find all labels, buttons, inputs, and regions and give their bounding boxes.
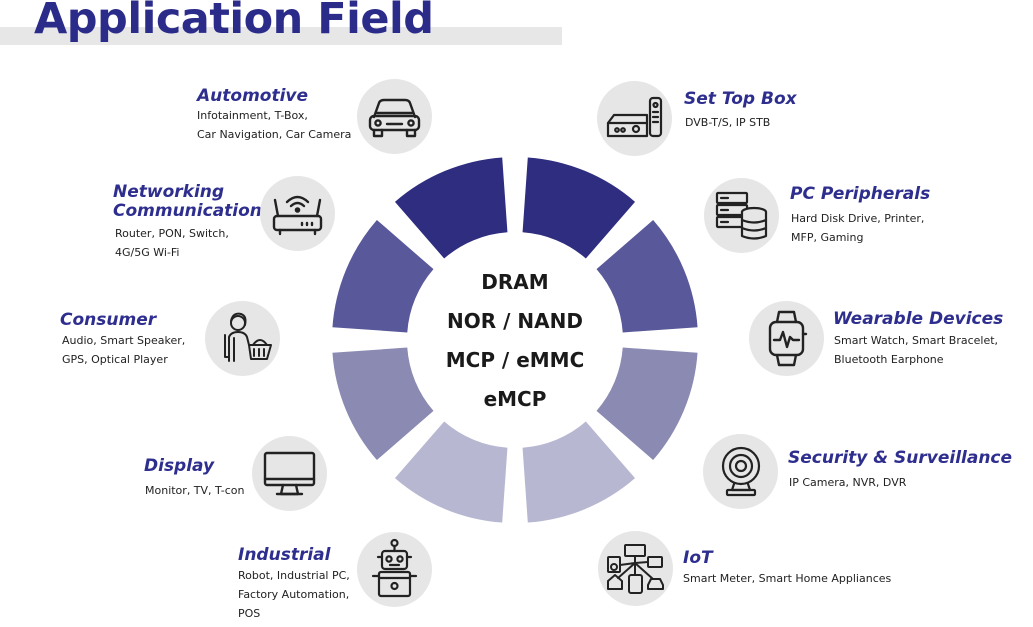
automotive-desc-line-1: Infotainment, T-Box, <box>197 109 308 122</box>
pc-peripherals-title: PC Peripherals <box>790 184 931 204</box>
router-icon <box>272 195 323 236</box>
ring-segment-upper-right <box>596 219 698 333</box>
iot-desc-line-1: Smart Meter, Smart Home Appliances <box>683 572 892 585</box>
networking-title-line-1: Networking <box>113 182 225 202</box>
ring-segment-top-left <box>394 157 508 259</box>
display-desc-line-1: Monitor, TV, T-con <box>145 484 245 497</box>
ring-segment-lower-left <box>332 347 434 461</box>
automotive-title: Automotive <box>197 86 309 106</box>
robot-icon <box>371 538 418 598</box>
center-product-nor-nand: NOR / NAND <box>447 309 583 333</box>
wearable-desc-line-2: Bluetooth Earphone <box>834 353 944 366</box>
iot-title: IoT <box>683 548 713 568</box>
wearable-icon-circle <box>749 301 824 376</box>
networking-desc-line-2: 4G/5G Wi-Fi <box>115 246 180 259</box>
server-database-icon <box>715 191 768 240</box>
networking-desc-line-1: Router, PON, Switch, <box>115 227 229 240</box>
ring-segment-bottom-right <box>522 421 636 523</box>
page-title: Application Field <box>34 0 434 44</box>
consumer-icon-circle <box>205 301 280 376</box>
display-title: Display <box>144 456 215 476</box>
monitor-icon <box>263 451 316 496</box>
webcam-icon <box>721 446 761 497</box>
industrial-desc-line-2: Factory Automation, <box>238 588 350 601</box>
security-title: Security & Surveillance <box>788 448 1013 468</box>
security-desc-line-1: IP Camera, NVR, DVR <box>789 476 907 489</box>
ring-segment-bottom-left <box>394 421 508 523</box>
set-top-box-desc-line-1: DVB-T/S, IP STB <box>685 116 771 129</box>
networking-icon-circle <box>260 176 335 251</box>
smart-home-network-icon <box>607 544 664 594</box>
wearable-desc-line-1: Smart Watch, Smart Bracelet, <box>834 334 999 347</box>
smartwatch-icon <box>768 310 808 367</box>
center-product-dram: DRAM <box>481 270 549 294</box>
shopper-icon <box>224 312 272 362</box>
set-top-box-icon-circle <box>597 81 672 156</box>
ring-segment-upper-left <box>332 219 434 333</box>
automotive-desc-line-2: Car Navigation, Car Camera <box>197 128 352 141</box>
consumer-title: Consumer <box>60 310 157 330</box>
display-icon-circle <box>252 436 327 511</box>
consumer-desc-line-1: Audio, Smart Speaker, <box>62 334 186 347</box>
center-product-emcp: eMCP <box>483 387 547 411</box>
set-top-box-icon <box>606 96 663 138</box>
center-product-mcp-emmc: MCP / eMMC <box>445 348 585 372</box>
pc-peripherals-desc-line-2: MFP, Gaming <box>791 231 864 244</box>
wearable-title: Wearable Devices <box>833 309 1004 329</box>
industrial-desc-line-3: POS <box>238 607 261 620</box>
pc-peripherals-icon-circle <box>704 178 779 253</box>
industrial-desc-line-1: Robot, Industrial PC, <box>238 569 350 582</box>
pc-peripherals-desc-line-1: Hard Disk Drive, Printer, <box>791 212 925 225</box>
security-icon-circle <box>703 434 778 509</box>
title-underline-bar <box>0 27 562 45</box>
networking-title-line-2: Communication <box>113 201 262 221</box>
automotive-icon-circle <box>357 79 432 154</box>
industrial-title: Industrial <box>238 545 331 565</box>
car-icon <box>368 98 421 138</box>
ring-segment-lower-right <box>596 347 698 461</box>
industrial-icon-circle <box>357 532 432 607</box>
set-top-box-title: Set Top Box <box>684 89 797 109</box>
consumer-desc-line-2: GPS, Optical Player <box>62 353 168 366</box>
ring-segment-top-right <box>522 157 636 259</box>
iot-icon-circle <box>598 531 673 606</box>
